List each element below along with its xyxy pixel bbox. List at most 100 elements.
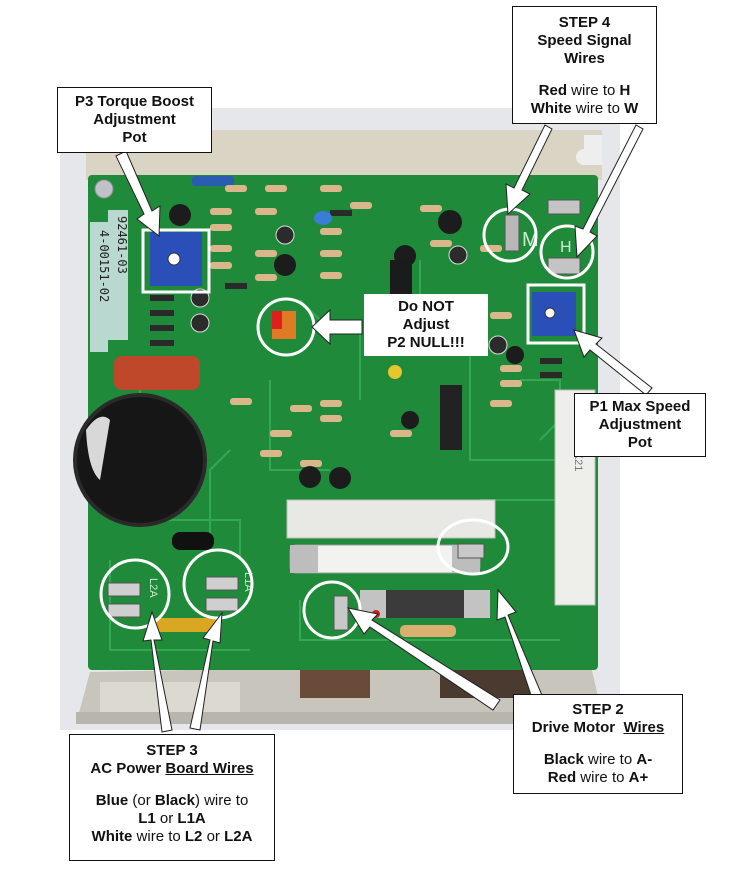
step2-red-target: A+ (628, 769, 649, 786)
p2-line-1: Do NOT (398, 298, 454, 315)
ac-terminals (107, 576, 239, 618)
step3-arrow-l2 (142, 610, 173, 733)
step4-title-1: STEP 4 (558, 14, 611, 31)
part-number-text: 4-00151-02 (97, 230, 111, 302)
step3-black-word: Black (154, 792, 195, 809)
p3-line-3: Pot (122, 129, 147, 146)
step2-arrow-a-plus (346, 607, 501, 711)
step2-title-2: Drive Motor Wires (514, 719, 682, 737)
p3-callout: P3 Torque Boost Adjustment Pot (57, 87, 212, 153)
p2-arrow (311, 308, 363, 346)
step3-l2: L2 (184, 828, 203, 845)
p1-arrow (573, 329, 653, 396)
l2-terminal-circle (99, 558, 171, 630)
ceramic-resistor-r32 (286, 499, 496, 539)
step2-title-2a: Drive Motor (531, 719, 624, 736)
p3-arrow (115, 150, 161, 237)
step3-blue-word: Blue (95, 792, 129, 809)
p1-pot-wiper (544, 307, 556, 319)
p3-highlight-square (141, 228, 211, 294)
step4-white-rest: wire to (571, 100, 625, 117)
step2-red-rest: wire to (576, 769, 629, 786)
mounting-screw (94, 179, 114, 199)
part-sticker (90, 222, 108, 352)
bulk-capacitor-stripe (86, 416, 110, 480)
p1-line-1: P1 Max Speed (589, 398, 691, 415)
film-capacitor-c21 (114, 356, 200, 390)
step3-line-blue: Blue (or Black) wire to (70, 792, 274, 810)
step4-white-target: W (624, 100, 639, 117)
step3-white-word: White (91, 828, 133, 845)
step3-l1-or: or (155, 810, 178, 827)
p1-highlight-square (526, 283, 586, 345)
axial-resistor-bottom (400, 625, 456, 637)
step2-black-rest: wire to (583, 751, 637, 768)
step4-callout: STEP 4 Speed Signal Wires Red wire to H … (512, 6, 657, 124)
h-terminal-circle (539, 224, 595, 280)
serial-number-text: 92461-03 (115, 216, 129, 274)
p2-warning-callout: Do NOT Adjust P2 NULL!!! (364, 294, 488, 356)
step2-red-word: Red (547, 769, 577, 786)
chassis-slot (576, 135, 602, 165)
blue-ceramic-cap (314, 211, 332, 225)
step2-title-1: STEP 2 (572, 701, 624, 718)
transistors (169, 204, 524, 489)
step3-white-rest: wire to (132, 828, 185, 845)
blue-capacitor (192, 176, 234, 186)
step2-black-word: Black (543, 751, 584, 768)
fuse-f1 (360, 590, 490, 618)
terminal-h (547, 257, 581, 275)
p3-line-2: Adjustment (93, 111, 176, 128)
step3-arrow-l1 (189, 611, 223, 731)
step4-line-white: White wire to W (513, 100, 656, 118)
terminal-w (504, 214, 520, 252)
p1-line-2: Adjustment (598, 416, 682, 433)
step3-line-l1: L1 or L1A (70, 810, 274, 828)
step2-title-2b: Wires (623, 719, 665, 736)
terminal-a-plus (333, 595, 349, 631)
transistor-1 (300, 668, 370, 698)
step3-title-2a: AC Power (90, 760, 166, 777)
p1-callout: P1 Max Speed Adjustment Pot (574, 393, 706, 457)
serial-sticker (108, 210, 128, 340)
step3-title-2b: Board Wires (165, 760, 254, 777)
arrows (115, 124, 653, 733)
small-capacitors (190, 225, 508, 355)
ic-chip-556 (440, 385, 462, 450)
step3-l1: L1 (138, 810, 156, 827)
step4-red-word: Red (538, 82, 567, 99)
step4-red-rest: wire to (566, 82, 620, 99)
step2-line-red: Red wire to A+ (514, 769, 682, 787)
step4-white-word: White (530, 100, 572, 117)
step2-line-black: Black wire to A- (514, 751, 682, 769)
step3-l1a: L1A (177, 810, 206, 827)
step4-arrow-h (574, 124, 644, 259)
label-sticker (100, 682, 240, 712)
p1-line-3: Pot (627, 434, 653, 451)
p2-line-3: P2 NULL!!! (387, 334, 465, 351)
terminal-a-minus (457, 543, 485, 559)
step4-title-3: Wires (564, 50, 605, 67)
heatsink-lip (76, 712, 604, 724)
yellow-capacitor (388, 365, 402, 379)
p2-line-2: Adjust (402, 316, 450, 333)
step4-red-target: H (619, 82, 631, 99)
step2-black-target: A- (636, 751, 653, 768)
step3-title-1: STEP 3 (146, 742, 198, 759)
p3-pot-wiper (167, 252, 181, 266)
step2-arrow-f1 (496, 588, 545, 705)
terminal-top (547, 199, 581, 215)
step4-arrow-w (505, 124, 553, 216)
board-text-h: H (560, 239, 572, 256)
step4-title-2: Speed Signal (537, 32, 632, 49)
step3-l2a: L2A (224, 828, 253, 845)
step3-callout: STEP 3 AC Power Board Wires Blue (or Bla… (69, 734, 275, 861)
p3-line-1: P3 Torque Boost (75, 93, 194, 110)
step3-title-2: AC Power Board Wires (70, 760, 274, 778)
fuse-f2-cap-left (290, 545, 318, 573)
yellow-x-capacitor (150, 618, 222, 632)
a-minus-terminal-circle (436, 518, 510, 576)
step3-line-white: White wire to L2 or L2A (70, 828, 274, 846)
p2-null-pot-red (272, 311, 282, 329)
